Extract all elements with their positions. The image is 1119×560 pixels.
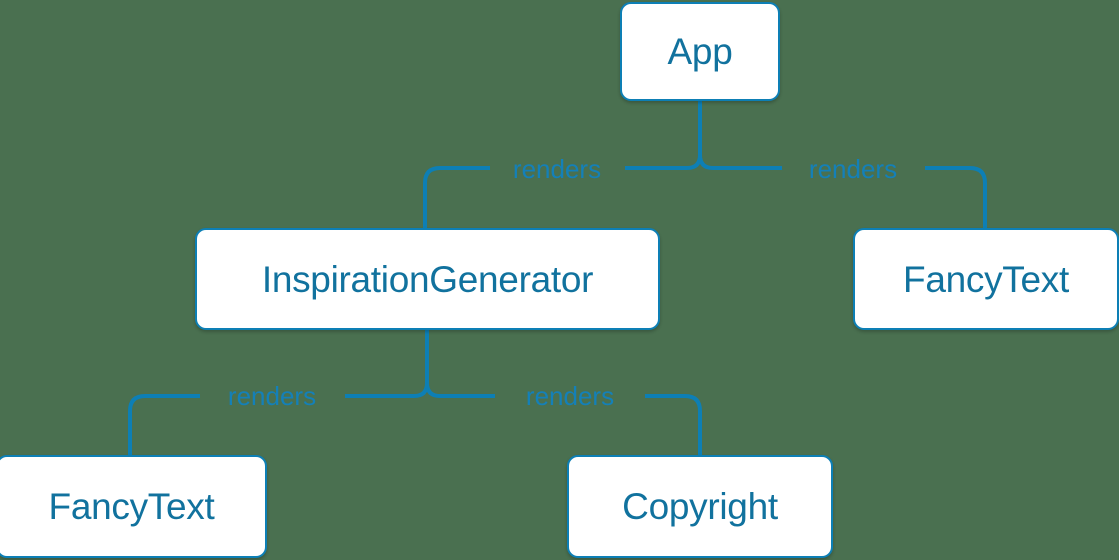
edge-app-to-fancytext-top bbox=[925, 166, 987, 228]
node-fancytext-top[interactable]: FancyText bbox=[853, 228, 1119, 330]
edge-app-to-inspgen bbox=[423, 166, 490, 228]
node-app[interactable]: App bbox=[620, 2, 780, 101]
edge-label-inspiration-generator-to-fancytext: renders bbox=[227, 381, 317, 411]
edge-app-stem bbox=[625, 100, 702, 170]
edge-inspgen-stem-right bbox=[425, 382, 495, 398]
edge-label-app-to-inspiration-generator: renders bbox=[512, 154, 602, 184]
node-copyright-label: Copyright bbox=[622, 486, 778, 527]
node-inspiration-generator[interactable]: InspirationGenerator bbox=[195, 228, 660, 330]
node-copyright[interactable]: Copyright bbox=[567, 455, 833, 558]
edge-label-inspiration-generator-to-copyright: renders bbox=[525, 381, 615, 411]
edge-inspgen-to-fancytext bbox=[128, 394, 200, 455]
node-fancytext-bottom[interactable]: FancyText bbox=[0, 455, 267, 558]
node-app-label: App bbox=[667, 31, 733, 72]
edge-inspgen-stem bbox=[345, 330, 429, 398]
edge-app-stem-right bbox=[698, 154, 782, 170]
edge-label-app-to-fancytext-top: renders bbox=[808, 154, 898, 184]
node-fancytext-top-label: FancyText bbox=[903, 258, 1069, 300]
node-fancytext-bottom-label: FancyText bbox=[48, 486, 215, 527]
edge-inspgen-to-copyright bbox=[645, 394, 702, 455]
node-inspiration-generator-label: InspirationGenerator bbox=[261, 258, 594, 300]
